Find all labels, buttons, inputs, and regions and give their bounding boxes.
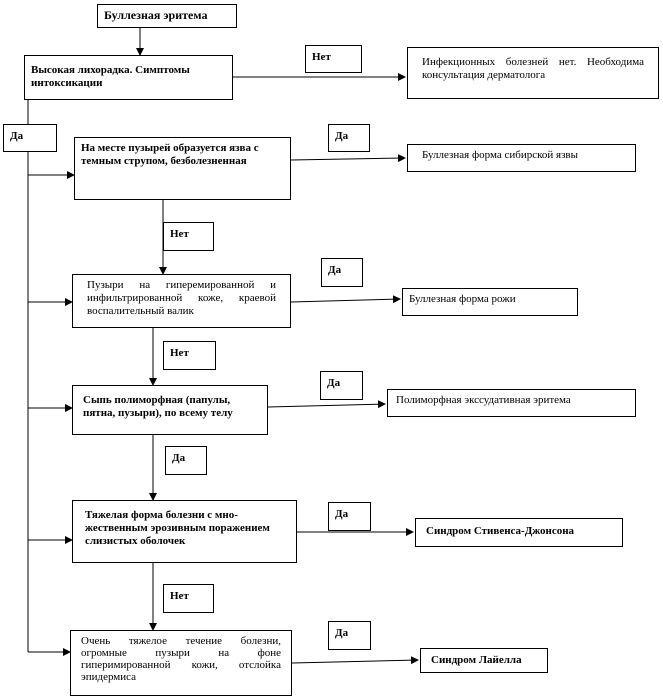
node-q3-blisters: Пузыри на гиперемированной и инфильтриро… <box>72 274 291 328</box>
label-yes-q2: Да <box>328 124 370 152</box>
edge-q3-r3 <box>290 295 401 304</box>
edge-q2-r2 <box>290 154 406 163</box>
label-yes-q1: Да <box>3 124 57 152</box>
node-r6-lyell: Синдром Лайелла <box>420 648 548 673</box>
label-yes-q6: Да <box>328 621 371 650</box>
edge-q4-r4 <box>267 400 386 409</box>
node-r1-no-infection: Инфекционных болезней нет. Необходима ко… <box>407 47 659 99</box>
node-q6-severe-course: Очень тяжелое течение болезни, огромные … <box>70 630 292 696</box>
label-yes-q4: Да <box>320 371 363 400</box>
edge-q6-r6 <box>291 656 419 665</box>
node-r5-stevens-johnson: Синдром Стивенса-Джонсона <box>415 518 623 547</box>
node-r3-erysipelas: Буллезная форма рожи <box>402 288 578 316</box>
node-q5-mucosal-lesions: Тяжелая форма болезни с мно-жественным э… <box>72 500 297 563</box>
node-q2-ulcer: На месте пузырей образуется язва с темны… <box>74 137 291 200</box>
label-no-q1: Нет <box>305 45 362 73</box>
label-no-q5: Нет <box>163 584 214 613</box>
node-start: Буллезная эритема <box>97 4 237 28</box>
node-r2-anthrax: Буллезная форма сибирской язвы <box>407 144 636 172</box>
label-yes-q3: Да <box>321 258 363 287</box>
label-yes-q4-down: Да <box>165 446 207 475</box>
label-yes-q5: Да <box>328 502 371 531</box>
node-r4-erythema-multiforme: Полиморфная экссудативная эритема <box>387 389 636 417</box>
node-q1-fever: Высокая лихорадка. Симптомы интоксикации <box>24 55 233 100</box>
label-no-q2: Нет <box>163 222 214 251</box>
label-no-q3: Нет <box>163 341 216 370</box>
node-q4-polymorphic-rash: Сыпь полиморфная (папулы, пятна, пузыри)… <box>72 385 268 435</box>
